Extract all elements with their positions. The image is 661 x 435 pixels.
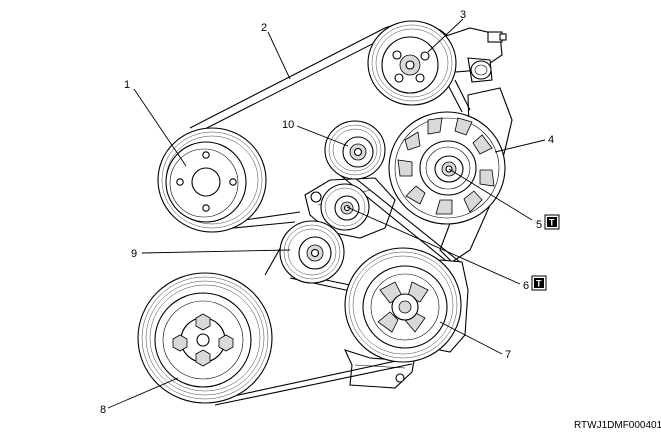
- torque-badge-5: T: [544, 214, 560, 230]
- callout-10: 10: [282, 119, 294, 131]
- callout-3: 3: [460, 9, 466, 21]
- alternator-cooling-fins: [397, 117, 495, 215]
- callout-6: 6: [523, 280, 529, 292]
- crankshaft-pulley: [137, 272, 273, 404]
- callout-1: 1: [124, 79, 130, 91]
- callout-8: 8: [100, 404, 106, 416]
- ac-compressor: [344, 247, 469, 363]
- callout-4: 4: [548, 134, 554, 146]
- idler-pulley-upper: [324, 120, 386, 180]
- callout-labels: 1 2 3 4 5 6 7 8 9 10: [100, 9, 554, 416]
- callout-7: 7: [505, 349, 511, 361]
- callout-9: 9: [131, 248, 137, 260]
- power-steering-pump: [367, 20, 507, 106]
- tensioner-pulley: [320, 183, 370, 231]
- torque-badge-6: T: [531, 275, 547, 291]
- svg-text:T: T: [549, 218, 555, 228]
- callout-leaders: [107, 18, 546, 409]
- callout-2: 2: [261, 22, 267, 34]
- water-pump-pulley: [157, 127, 267, 233]
- idler-pulley-lower: [279, 220, 345, 284]
- figure-code: RTWJ1DMF000401: [574, 420, 661, 431]
- alternator: [388, 111, 506, 225]
- svg-text:T: T: [536, 279, 542, 289]
- callout-5: 5: [536, 219, 542, 231]
